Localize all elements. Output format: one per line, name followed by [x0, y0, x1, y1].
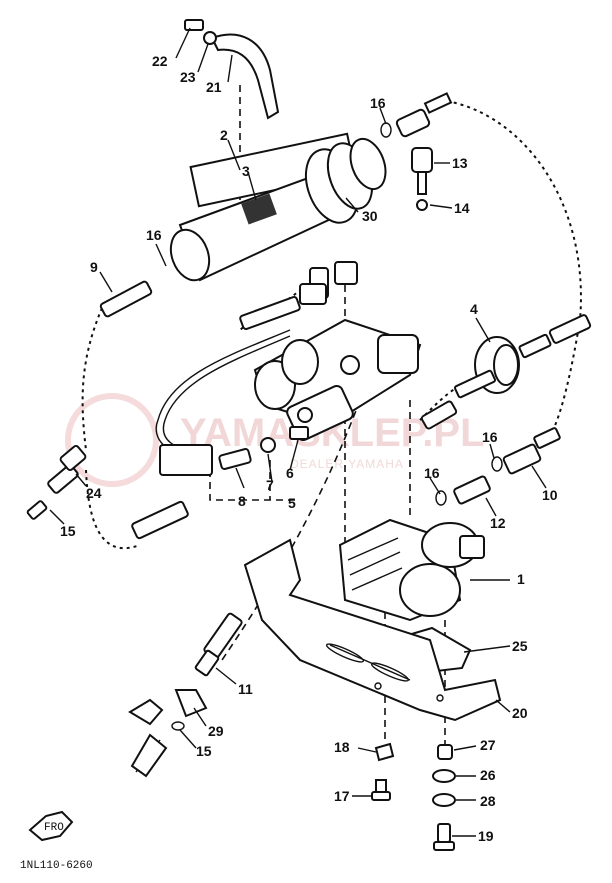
callout-15b: 15	[196, 743, 212, 759]
callout-12: 12	[490, 515, 506, 531]
callout-21: 21	[206, 79, 222, 95]
callout-3: 3	[242, 163, 250, 179]
callout-4: 4	[470, 301, 478, 317]
callout-25: 25	[512, 638, 528, 654]
hardware	[371, 742, 456, 851]
right-fittings	[435, 427, 561, 506]
bracket-20	[243, 538, 502, 722]
callout-16a: 16	[370, 95, 386, 111]
bracket-assembly	[184, 19, 280, 120]
callout-16c: 16	[482, 429, 498, 445]
callout-10: 10	[542, 487, 558, 503]
callout-11: 11	[238, 681, 253, 697]
callout-23: 23	[180, 69, 196, 85]
front-arrow: FRO	[28, 810, 74, 842]
motor-unit	[338, 518, 485, 622]
callout-5: 5	[288, 495, 296, 511]
connector-top-right	[380, 92, 453, 138]
callout-27: 27	[480, 737, 496, 753]
callout-7: 7	[266, 477, 274, 493]
cable-harness	[155, 329, 291, 476]
callout-13: 13	[452, 155, 468, 171]
small-fittings	[218, 426, 309, 470]
callout-20: 20	[512, 705, 528, 721]
watermark-subtitle: DEALER YAMAHA	[290, 457, 404, 471]
callout-18: 18	[334, 739, 350, 755]
fitting-11	[194, 612, 243, 677]
canister-assembly	[169, 132, 387, 282]
clip-assembly	[128, 689, 208, 778]
fr-marker-label: FRO	[44, 822, 64, 834]
callout-14: 14	[454, 200, 470, 216]
left-fittings	[26, 280, 327, 540]
fitting-13	[411, 147, 433, 211]
callout-16d: 16	[424, 465, 440, 481]
callout-9: 9	[90, 259, 98, 275]
callout-1: 1	[517, 571, 525, 587]
callout-8: 8	[238, 493, 246, 509]
callout-15a: 15	[60, 523, 76, 539]
drawing-code: 1NL110-6260	[20, 860, 93, 872]
callout-labels: 1 2 3 4 5 6 7 8 9 10 11 12 13 14 15 15 1…	[60, 53, 558, 844]
leader-lines	[49, 27, 547, 837]
callout-2: 2	[220, 127, 228, 143]
callout-6: 6	[286, 465, 294, 481]
callout-24: 24	[86, 485, 102, 501]
callout-19: 19	[478, 828, 494, 844]
callout-29: 29	[208, 723, 224, 739]
damper-4	[420, 314, 592, 430]
callout-28: 28	[480, 793, 496, 809]
callout-30: 30	[362, 208, 378, 224]
callout-22: 22	[152, 53, 168, 69]
callout-26: 26	[480, 767, 496, 783]
callout-16b: 16	[146, 227, 162, 243]
callout-17: 17	[334, 788, 350, 804]
